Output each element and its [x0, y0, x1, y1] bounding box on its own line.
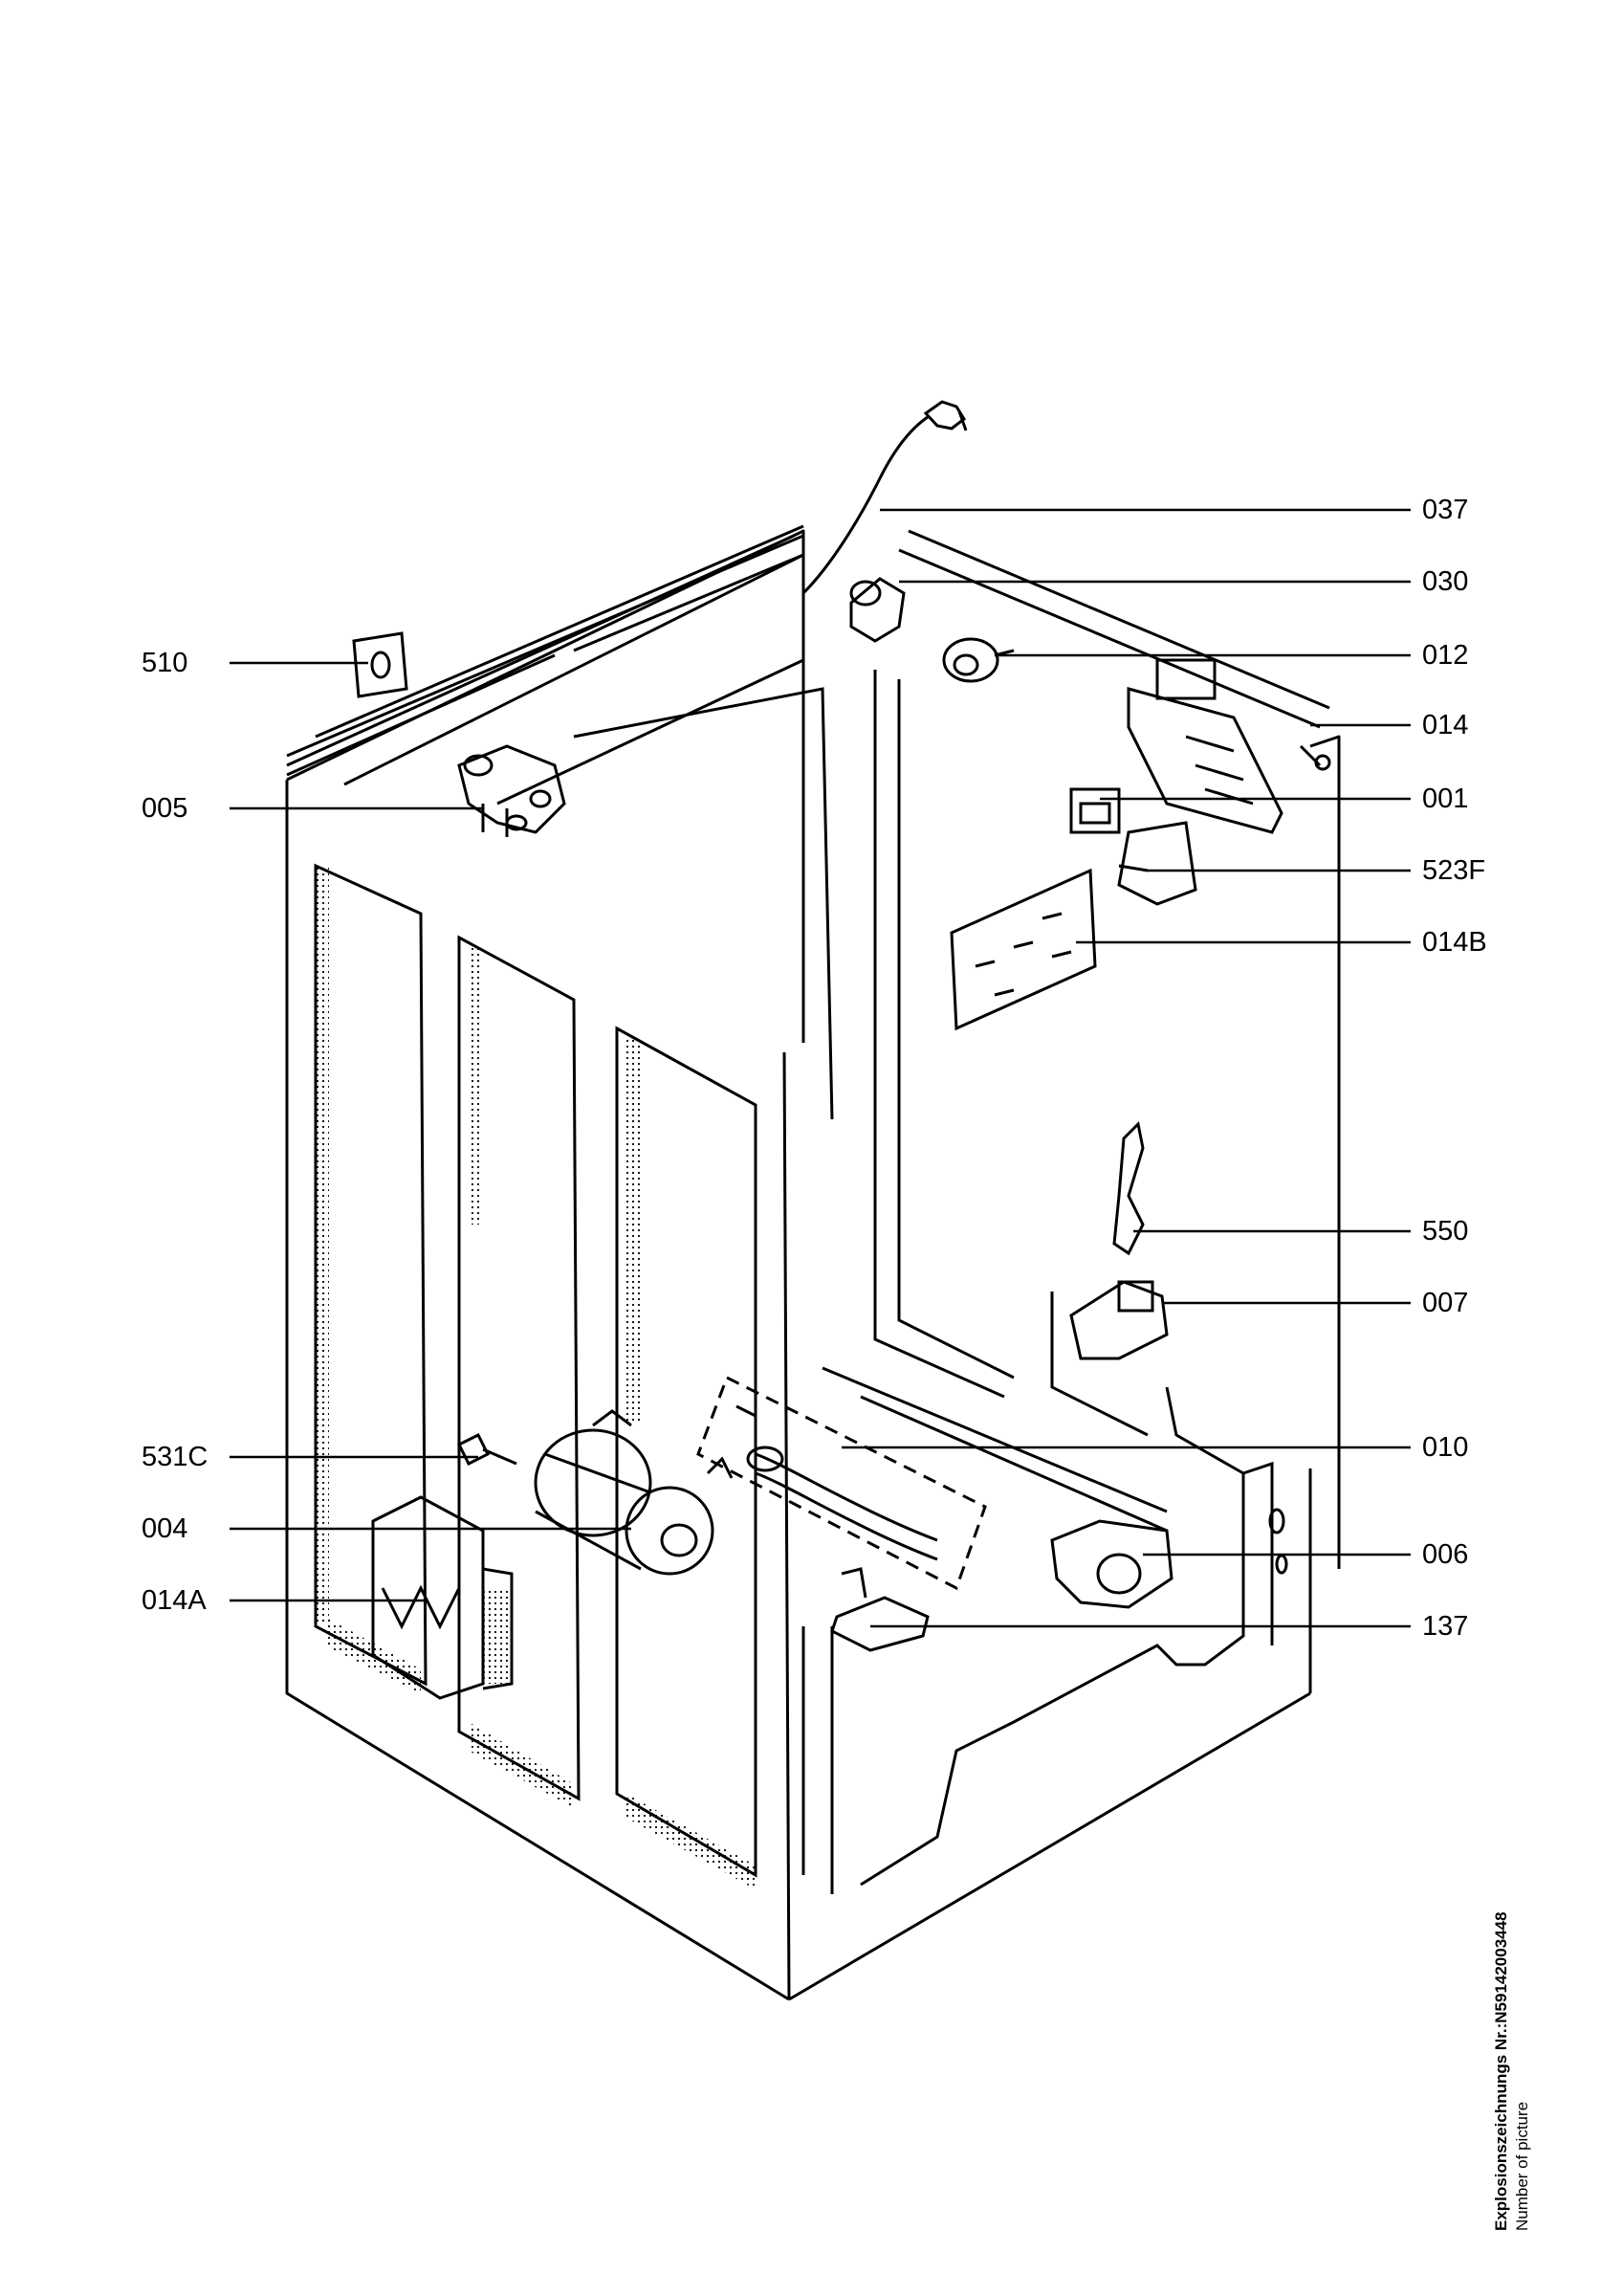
caption-line-2: Number of picture [1513, 2101, 1531, 2231]
component-007 [1069, 1280, 1169, 1360]
picture-number-caption: Explosionszeichnungs Nr.:N59142003448 Nu… [1492, 1911, 1532, 2231]
part-label-137: 137 [1422, 1611, 1469, 1642]
part-label-005: 005 [142, 793, 188, 824]
part-label-014A: 014A [142, 1585, 207, 1616]
part-label-014B: 014B [1422, 927, 1487, 958]
inner-frame [573, 670, 1331, 1894]
component-014A [371, 1495, 514, 1700]
component-523F [1117, 821, 1197, 906]
part-label-006: 006 [1422, 1539, 1469, 1570]
front-panels [314, 863, 757, 1889]
part-label-012: 012 [1422, 640, 1469, 671]
component-010 [696, 1375, 987, 1591]
component-004 [534, 1409, 734, 1576]
part-label-030: 030 [1422, 566, 1469, 597]
part-label-014: 014 [1422, 710, 1469, 740]
component-006 [1050, 1519, 1173, 1609]
caption-line-1: Explosionszeichnungs Nr.:N59142003448 [1492, 1911, 1510, 2231]
component-014 [1127, 658, 1283, 834]
part-label-550: 550 [1422, 1216, 1469, 1247]
component-510 [352, 631, 408, 698]
component-030 [849, 577, 906, 643]
component-531C [456, 1432, 517, 1467]
component-550 [1112, 1120, 1145, 1256]
part-label-037: 037 [1422, 495, 1469, 525]
part-label-004: 004 [142, 1513, 188, 1544]
power-cord [801, 400, 968, 595]
component-137 [830, 1567, 930, 1652]
part-label-007: 007 [1422, 1288, 1469, 1318]
part-label-523F: 523F [1422, 855, 1486, 886]
component-005 [457, 744, 566, 837]
leader-lines [230, 508, 1411, 1628]
part-label-001: 001 [1422, 784, 1469, 814]
component-014B [950, 868, 1097, 1031]
part-label-531C: 531C [142, 1442, 208, 1472]
part-label-010: 010 [1422, 1432, 1469, 1463]
part-label-510: 510 [142, 648, 188, 678]
component-012 [942, 637, 1015, 683]
component-001 [1069, 787, 1121, 834]
cabinet-outline [285, 524, 1341, 2001]
